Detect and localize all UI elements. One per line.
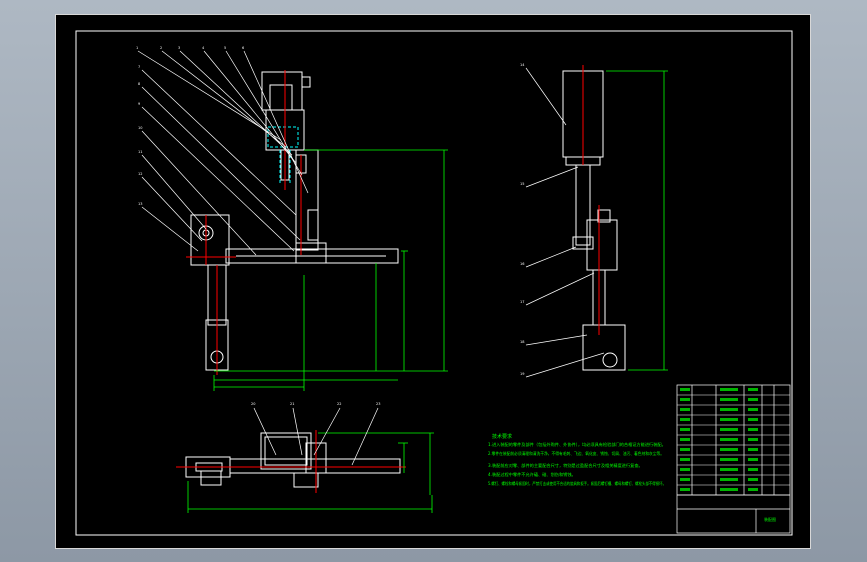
bom-cell-mark	[680, 448, 690, 451]
callout-number: 6	[242, 46, 244, 50]
bom-cell-mark	[748, 478, 758, 481]
front-centerlines	[186, 70, 302, 375]
bom-cell-mark	[680, 408, 690, 411]
bom-cell-mark	[720, 408, 738, 411]
top-view	[185, 432, 401, 488]
side-leaders	[525, 67, 605, 378]
callout-number: 17	[520, 300, 524, 304]
front-hidden-lines	[267, 126, 299, 183]
bom-cell-mark	[720, 388, 738, 391]
bom-rows	[677, 394, 790, 496]
side-view	[562, 70, 626, 371]
bom-cell-mark	[748, 438, 758, 441]
bom-cell-mark	[720, 468, 738, 471]
bom-cells	[680, 388, 758, 491]
callout-number: 12	[138, 172, 142, 176]
callout-number: 5	[224, 46, 226, 50]
bom-cell-mark	[720, 438, 738, 441]
bom-cell-mark	[748, 408, 758, 411]
callout-number: 11	[138, 150, 142, 154]
tech-requirements: 技术要求 1.进入装配的零件及部件（包括外购件、外协件），均必须具有检验部门的合…	[488, 433, 666, 487]
title-block-title: 装配图	[764, 516, 776, 522]
callout-number: 21	[290, 402, 294, 406]
tech-line-4: 4.装配过程中零件不允许磕、碰、划伤和锈蚀。	[488, 471, 576, 478]
front-view	[190, 71, 399, 371]
bom-cell-mark	[680, 488, 690, 491]
bom-cell-mark	[720, 428, 738, 431]
callout-number: 4	[202, 46, 205, 50]
callout-number: 3	[178, 46, 180, 50]
bom-cell-mark	[748, 418, 758, 421]
bom-cell-mark	[720, 398, 738, 401]
bom-cell-mark	[720, 418, 738, 421]
callout-number: 8	[138, 82, 140, 86]
bom-cell-mark	[748, 488, 758, 491]
tech-line-5: 5.螺钉、螺栓和螺母紧固时，严禁打击或使用不合适的旋具和扳手。紧固后螺钉槽、螺母…	[488, 480, 666, 487]
tech-line-2: 2.零件在装配前必须清理和清洗干净，不得有毛刺、飞边、氧化皮、锈蚀、切屑、油污、…	[488, 450, 664, 457]
callout-number: 7	[138, 65, 140, 69]
callout-number: 1	[136, 46, 138, 50]
bom-cell-mark	[680, 398, 690, 401]
callout-number: 10	[138, 126, 142, 130]
front-dimensions	[213, 149, 448, 391]
bom-cell-mark	[748, 388, 758, 391]
tech-line-1: 1.进入装配的零件及部件（包括外购件、外协件），均必须具有检验部门的合格证方能进…	[488, 441, 666, 448]
top-dimensions	[187, 432, 434, 513]
bom-cell-mark	[720, 488, 738, 491]
callout-number: 15	[520, 182, 524, 186]
bom-cell-mark	[720, 478, 738, 481]
inner-frame	[75, 30, 793, 536]
side-dimensions	[606, 70, 668, 371]
callout-number: 23	[376, 402, 380, 406]
callout-number: 22	[337, 402, 341, 406]
callout-number: 2	[160, 46, 162, 50]
callout-number: 13	[138, 202, 142, 206]
bom-cell-mark	[680, 428, 690, 431]
bom-cell-mark	[720, 448, 738, 451]
side-centerlines	[582, 65, 600, 335]
top-leaders	[253, 407, 379, 466]
callout-number: 19	[520, 372, 524, 376]
callout-number: 18	[520, 340, 524, 344]
bom-cell-mark	[680, 418, 690, 421]
bom-cell-mark	[680, 438, 690, 441]
bom-cell-mark	[748, 428, 758, 431]
callout-number: 9	[138, 102, 140, 106]
callout-number: 20	[251, 402, 255, 406]
cad-drawing: 技术要求 1.进入装配的零件及部件（包括外购件、外协件），均必须具有检验部门的合…	[75, 30, 793, 536]
bom-cell-mark	[748, 458, 758, 461]
bom-cell-mark	[680, 478, 690, 481]
bom-cell-mark	[748, 448, 758, 451]
front-leaders	[137, 50, 309, 256]
bom-cell-mark	[748, 468, 758, 471]
tech-requirements-heading: 技术要求	[492, 433, 512, 440]
bom-cell-mark	[680, 458, 690, 461]
callout-number: 16	[520, 262, 524, 266]
callout-number: 14	[520, 63, 525, 67]
bom-cell-mark	[680, 468, 690, 471]
bom-cell-mark	[680, 388, 690, 391]
tech-line-3: 3.装配前应对零、部件的主要配合尺寸，特别是过盈配合尺寸及相关精度进行复查。	[488, 462, 643, 469]
bom-cell-mark	[748, 398, 758, 401]
bom-cell-mark	[720, 458, 738, 461]
drawing-sheet: 技术要求 1.进入装配的零件及部件（包括外购件、外协件），均必须具有检验部门的合…	[55, 14, 811, 549]
top-centerlines	[176, 430, 406, 493]
